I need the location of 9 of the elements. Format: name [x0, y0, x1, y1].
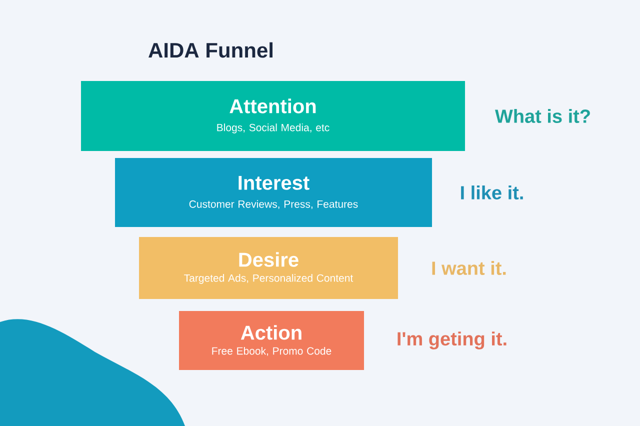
funnel-box: Desire Targeted Ads, Personalized Content [139, 237, 398, 299]
funnel-box: Interest Customer Reviews, Press, Features [115, 158, 432, 227]
funnel-box: Action Free Ebook, Promo Code [179, 311, 364, 370]
stage-question: I like it. [461, 186, 523, 200]
stage-question: What is it? [495, 109, 590, 123]
stage-question: I'm geting it. [398, 332, 506, 350]
funnel-box: Attention Blogs, Social Media, etc [81, 81, 465, 151]
stage-question: I want it. [432, 261, 506, 275]
title: AIDA Funnel [148, 42, 272, 58]
